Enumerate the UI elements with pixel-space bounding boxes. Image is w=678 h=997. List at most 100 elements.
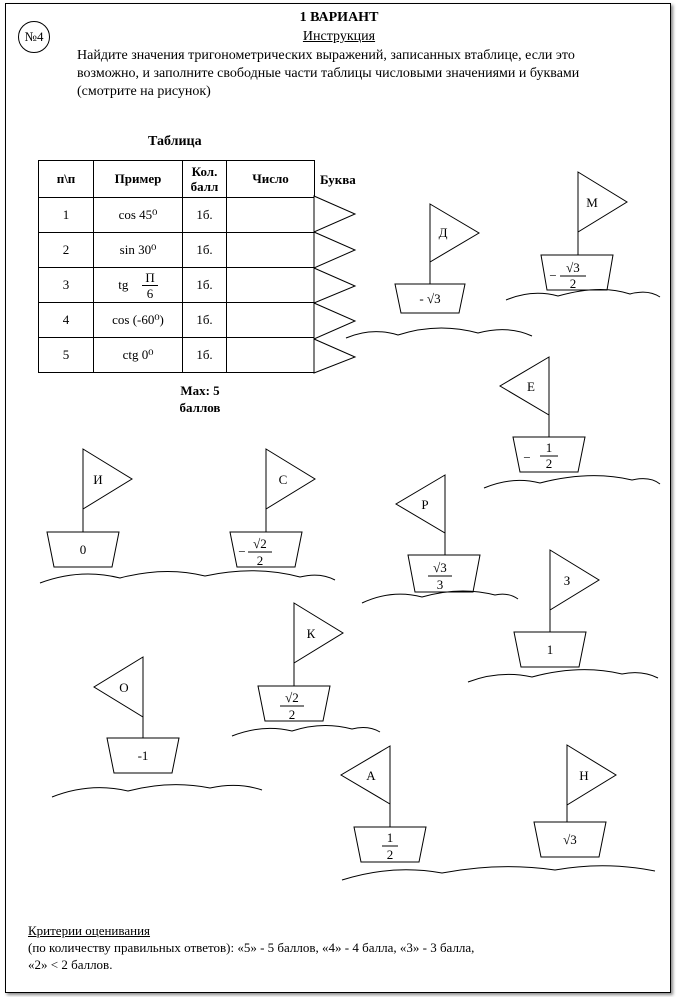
letter-flag-5[interactable]: [313, 338, 357, 374]
criteria-line1: (по количеству правильных ответов): «5» …: [28, 940, 475, 955]
boat-value-e-num: 1: [546, 440, 553, 455]
row-example: cos 45⁰: [93, 197, 183, 233]
boat-m: [540, 254, 614, 291]
table-caption: Таблица: [148, 134, 202, 149]
flag-r: [395, 474, 446, 534]
flag-s: [265, 448, 316, 510]
boat-value-a-den: 2: [387, 847, 394, 862]
wave: [361, 590, 519, 604]
boat-value-k-num: √2: [285, 690, 299, 705]
instruction-text: Найдите значения тригонометрических выра…: [77, 48, 580, 99]
boat-value-e-den: 2: [546, 456, 553, 471]
boat-i: [46, 531, 120, 568]
row-num: 3: [38, 267, 94, 303]
fraction-numerator: П: [142, 270, 158, 286]
flag-letter-a: А: [366, 768, 376, 783]
flag-e: [499, 356, 550, 416]
boat-k: [257, 685, 331, 722]
row-num: 1: [38, 197, 94, 233]
flag-letter-r: Р: [421, 497, 428, 512]
flag-letter-m: М: [586, 195, 598, 210]
max-score: Max: 5 баллов: [140, 382, 260, 416]
header-letter: Буква: [320, 172, 356, 187]
boat-value-d: - √3: [419, 291, 440, 306]
flag-letter-z: З: [564, 573, 571, 588]
flag-letter-k: К: [307, 626, 316, 641]
boat-value-k-den: 2: [289, 707, 296, 722]
fraction-denominator: 6: [146, 285, 154, 301]
answer-number-cell[interactable]: [226, 232, 315, 268]
task-number-badge: №4: [18, 21, 50, 53]
boat-s: [229, 531, 303, 568]
flag-m: [577, 171, 628, 233]
boat-value-n: √3: [563, 832, 577, 847]
flag-letter-e: Е: [527, 379, 535, 394]
flag-k: [293, 602, 344, 664]
boat-d: [394, 283, 466, 314]
boat-value-m-den: 2: [570, 276, 577, 291]
answer-table: п\п Пример Кол. балл Число 1 cos 45⁰ 1б.…: [38, 160, 315, 373]
boat-r: [407, 554, 481, 593]
header-example: Пример: [93, 160, 183, 198]
boat-value-e-sign: −: [523, 450, 530, 465]
flag-a: [340, 745, 391, 805]
row-score: 1б.: [182, 232, 227, 268]
letter-flag-4[interactable]: [313, 302, 357, 340]
boat-value-o: -1: [138, 748, 149, 763]
answer-number-cell[interactable]: [226, 337, 315, 373]
flag-letter-n: Н: [579, 768, 588, 783]
wave: [345, 327, 533, 339]
row-example: ctg 0⁰: [93, 337, 183, 373]
criteria-title: Критерии оценивания: [28, 923, 151, 938]
max-score-line1: Max: 5: [180, 383, 220, 398]
max-score-line2: баллов: [179, 400, 221, 415]
row-score: 1б.: [182, 197, 227, 233]
row-example: sin 30⁰: [93, 232, 183, 268]
row-num: 5: [38, 337, 94, 373]
criteria-line2: «2» < 2 баллов.: [28, 957, 113, 972]
boat-value-r-num: √3: [433, 560, 447, 575]
flag-i: [82, 448, 133, 510]
flag-letter-d: Д: [439, 225, 448, 240]
table-row: 2 sin 30⁰ 1б.: [38, 232, 315, 268]
boat-value-s-sign: −: [238, 544, 245, 559]
table-row: 5 ctg 0⁰ 1б.: [38, 337, 315, 373]
boat-z: [513, 631, 587, 668]
boat-value-s-num: √2: [253, 536, 267, 551]
boat-value-s-den: 2: [257, 553, 264, 568]
boat-e: [512, 436, 586, 473]
wave: [51, 784, 263, 798]
boat-value-m-sign: −: [549, 268, 556, 283]
boat-value-r-den: 3: [437, 577, 444, 592]
row-example: cos (-60⁰): [93, 302, 183, 338]
flag-d: [429, 203, 480, 263]
wave: [39, 570, 336, 584]
flag-o: [93, 656, 144, 718]
wave: [467, 669, 659, 683]
flag-n: [566, 744, 617, 806]
wave: [231, 725, 381, 737]
boat-value-m-num: √3: [566, 260, 580, 275]
flag-letter-o: О: [119, 680, 128, 695]
letter-flag-2[interactable]: [313, 231, 357, 269]
grading-criteria: Критерии оценивания (по количеству прави…: [28, 922, 658, 973]
flag-z: [549, 549, 600, 611]
instruction-heading: Инструкция: [302, 29, 376, 44]
flag-letter-i: И: [93, 472, 102, 487]
boat-a: [353, 826, 427, 863]
wave: [341, 865, 656, 881]
wave: [483, 475, 661, 489]
boat-n: [533, 821, 607, 858]
letter-flag-1[interactable]: [313, 195, 357, 233]
boat-value-a-num: 1: [387, 830, 394, 845]
boat-value-z: 1: [547, 642, 554, 657]
wave: [505, 288, 661, 301]
boat-value-i: 0: [80, 542, 87, 557]
boat-o: [106, 737, 180, 774]
letter-flag-3[interactable]: [313, 267, 357, 304]
flag-letter-s: С: [279, 472, 288, 487]
